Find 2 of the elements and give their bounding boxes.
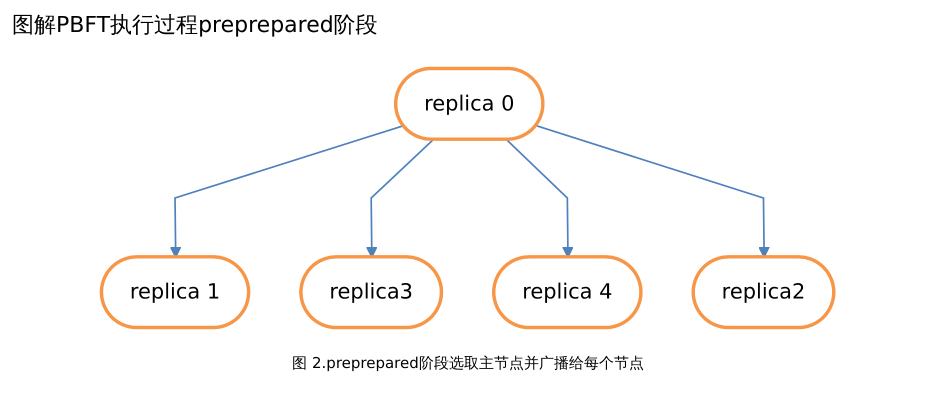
title: 图解PBFT执行过程preprepared阶段: [12, 12, 378, 40]
caption: 图 2.preprepared阶段选取主节点并广播给每个节点: [292, 354, 644, 373]
